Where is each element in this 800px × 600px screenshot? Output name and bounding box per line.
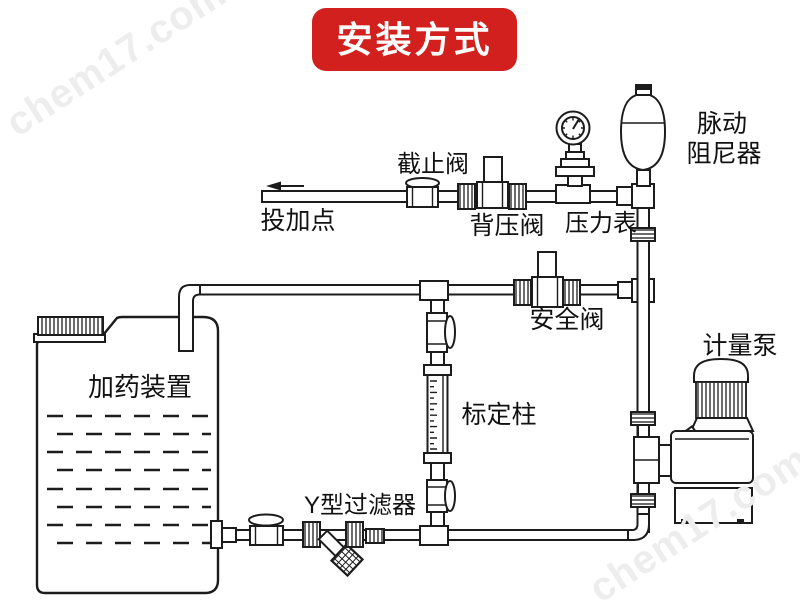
column-valve-top: [426, 312, 456, 353]
top-discharge-pipe: [261, 183, 655, 209]
suction-elbow: [627, 513, 650, 541]
tank-liquid-level: [47, 414, 211, 545]
tank-drop-elbow: [178, 284, 201, 352]
pipe-union: [457, 183, 476, 210]
metering-pump: [670, 357, 755, 524]
label-stop-valve: 截止阀: [397, 151, 469, 178]
pipe-union: [562, 279, 581, 306]
dosing-tank: [33, 315, 220, 595]
label-pulse-damper-1: 脉动: [697, 110, 747, 138]
stop-valve-top: [405, 177, 440, 208]
label-dosing-device: 加药装置: [88, 372, 192, 402]
pipe-union: [513, 279, 532, 306]
pump-head: [670, 430, 754, 484]
diagram-labels: 投加点 截止阀 背压阀 压力表 脉动 阻尼器 安全阀 加药装置 标定柱 Y型过滤…: [88, 110, 778, 519]
column-valve-bottom: [426, 479, 456, 513]
stop-valve-bottom: [248, 513, 284, 546]
tank-outlet: [210, 520, 223, 549]
title-banner: 安装方式: [312, 8, 517, 71]
label-dosing-point: 投加点: [260, 207, 335, 235]
pulsation-damper: [619, 84, 667, 187]
label-back-pressure-valve: 背压阀: [469, 212, 544, 240]
label-safety-valve: 安全阀: [529, 306, 604, 334]
pump-base: [674, 487, 753, 524]
pump-valve-assembly: [627, 411, 673, 541]
label-calibration-column: 标定柱: [461, 401, 536, 429]
label-metering-pump: 计量泵: [702, 332, 777, 360]
pipe-union: [345, 521, 364, 548]
pipe-union: [302, 521, 321, 548]
calibration-column: [419, 280, 456, 546]
label-y-filter: Y型过滤器: [304, 492, 416, 519]
flow-arrow: [266, 181, 304, 191]
label-pulse-damper-2: 阻尼器: [686, 140, 761, 168]
y-strainer: [317, 529, 365, 578]
pipe-union: [508, 183, 527, 210]
tank-cap: [33, 316, 106, 343]
pressure-gauge: [555, 110, 595, 204]
gauge-needle: [572, 118, 580, 130]
safety-valve: [531, 251, 564, 308]
pump-motor: [689, 357, 755, 432]
back-pressure-valve: [476, 156, 509, 209]
label-pressure-gauge: 压力表: [565, 210, 637, 237]
column-scale-ticks: [430, 380, 437, 450]
pipe-reducer: [365, 528, 385, 544]
